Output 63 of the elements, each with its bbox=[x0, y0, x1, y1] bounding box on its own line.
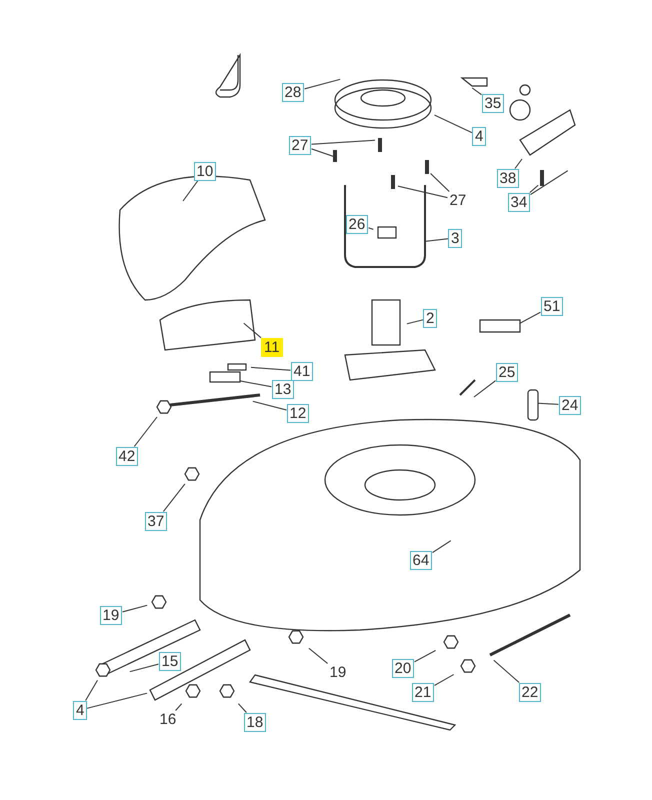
leader-line bbox=[162, 483, 186, 512]
callout-number: 15 bbox=[158, 652, 182, 670]
leader-line bbox=[86, 692, 148, 709]
callout-number: 24 bbox=[558, 396, 582, 414]
leader-line bbox=[434, 114, 472, 134]
leader-line bbox=[530, 170, 568, 196]
callout-number: 16 bbox=[158, 710, 178, 728]
callout-number: 4 bbox=[73, 700, 88, 720]
callout-number: 35 bbox=[482, 94, 504, 112]
leader-line bbox=[311, 140, 376, 145]
leader-line bbox=[238, 703, 247, 713]
callout-number: 18 bbox=[244, 712, 266, 732]
leader-line bbox=[252, 400, 287, 410]
leader-line bbox=[182, 180, 198, 202]
callout-number: 4 bbox=[472, 126, 486, 146]
leader-line bbox=[474, 380, 496, 398]
callout-number: 42 bbox=[116, 446, 138, 466]
callout-number: 19 bbox=[328, 664, 348, 680]
callout-number: 26 bbox=[346, 214, 368, 234]
leader-line bbox=[406, 319, 424, 324]
callout-number: 19 bbox=[100, 606, 122, 624]
callout-number: 34 bbox=[508, 192, 530, 212]
leader-line bbox=[134, 416, 158, 447]
callout-number: 64 bbox=[410, 550, 432, 570]
leader-line bbox=[129, 664, 159, 672]
leader-line bbox=[304, 78, 341, 90]
callout-number: 41 bbox=[290, 362, 314, 380]
leader-line bbox=[472, 87, 482, 96]
callout-number: 27 bbox=[288, 136, 312, 154]
leader-line bbox=[518, 312, 541, 324]
leader-line bbox=[122, 604, 148, 612]
leader-line bbox=[424, 238, 448, 242]
leader-line bbox=[538, 402, 559, 405]
leader-line bbox=[434, 674, 454, 686]
callout-number: 11 bbox=[261, 338, 283, 356]
callout-number: 51 bbox=[540, 296, 564, 316]
callout-number: 37 bbox=[144, 512, 168, 530]
leader-line bbox=[514, 158, 522, 169]
callout-number: 25 bbox=[496, 362, 518, 382]
callout-number: 38 bbox=[496, 168, 520, 188]
callout-number: 10 bbox=[194, 162, 216, 180]
leader-line bbox=[493, 660, 520, 683]
leader-line bbox=[85, 680, 98, 701]
callout-number: 22 bbox=[518, 682, 542, 702]
leader-line bbox=[308, 648, 328, 664]
callout-number: 13 bbox=[272, 380, 294, 398]
leader-line bbox=[397, 186, 448, 198]
leader-line bbox=[432, 540, 452, 554]
callout-number: 20 bbox=[392, 658, 414, 678]
leader-line bbox=[414, 650, 436, 662]
leader-line bbox=[243, 322, 262, 338]
callout-number: 2 bbox=[423, 308, 438, 328]
callout-number: 28 bbox=[282, 82, 304, 102]
leader-line bbox=[529, 184, 539, 193]
leader-line bbox=[175, 703, 182, 711]
leader-line bbox=[430, 173, 450, 192]
leader-line bbox=[311, 148, 334, 157]
leader-line bbox=[368, 227, 374, 230]
callout-number: 12 bbox=[286, 404, 310, 422]
leader-line bbox=[239, 380, 272, 388]
callout-number: 27 bbox=[448, 192, 468, 208]
callout-number: 21 bbox=[412, 682, 434, 702]
callout-number: 3 bbox=[448, 228, 462, 248]
